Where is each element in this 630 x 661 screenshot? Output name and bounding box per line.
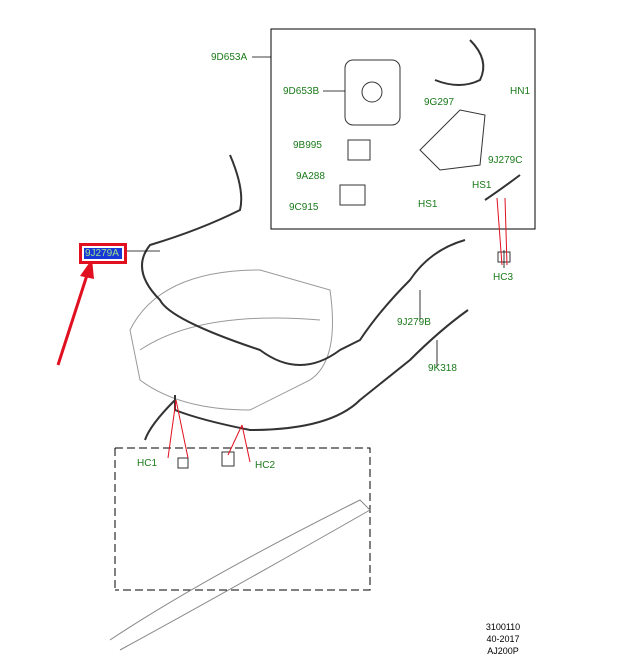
code-line-1: 3100110 — [485, 622, 521, 632]
components — [177, 59, 511, 469]
highlighted-label-9j279a[interactable]: 9J279A — [79, 243, 127, 264]
label-hn1[interactable]: HN1 — [510, 86, 531, 97]
label-9d653b[interactable]: 9D653B — [283, 86, 320, 97]
label-hc3[interactable]: HC3 — [493, 272, 514, 283]
label-9c915[interactable]: 9C915 — [289, 202, 319, 213]
solenoid — [339, 184, 366, 206]
label-9j279c[interactable]: 9J279C — [488, 155, 523, 166]
leader-lines — [121, 56, 505, 367]
detail-box — [270, 28, 536, 230]
label-9d653a[interactable]: 9D653A — [211, 52, 248, 63]
label-9a288[interactable]: 9A288 — [296, 171, 325, 182]
valve — [347, 139, 371, 161]
pipes — [141, 39, 521, 441]
bracket — [419, 109, 486, 171]
label-9j279b[interactable]: 9J279B — [397, 317, 431, 328]
label-hs1[interactable]: HS1 — [472, 180, 492, 191]
callout-lines — [167, 197, 508, 463]
code-line-3: AJ200P — [487, 646, 519, 656]
dashed-box — [115, 447, 371, 591]
label-9k318[interactable]: 9K318 — [428, 363, 457, 374]
label-hc2[interactable]: HC2 — [255, 460, 276, 471]
label-9j279a[interactable]: 9J279A — [84, 248, 122, 259]
harness — [109, 499, 371, 651]
label-9b995[interactable]: 9B995 — [293, 140, 322, 151]
code-line-2: 40-2017 — [486, 634, 520, 644]
label-hc1[interactable]: HC1 — [137, 458, 158, 469]
fuel-tank — [129, 269, 333, 411]
red-arrow — [56, 259, 94, 366]
label-hs1[interactable]: HS1 — [418, 199, 438, 210]
label-9g297[interactable]: 9G297 — [424, 97, 455, 108]
diagram-code: 3100110 40-2017 AJ200P — [473, 621, 533, 657]
